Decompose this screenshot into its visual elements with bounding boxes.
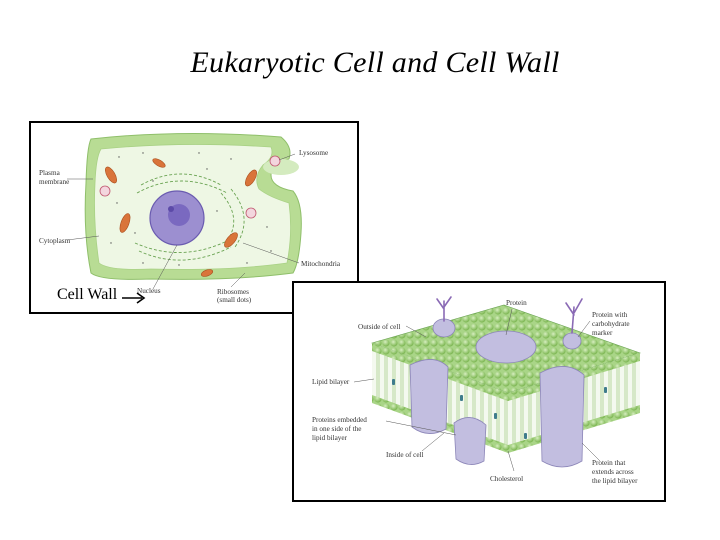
label-carb-protein-3: marker [592, 329, 613, 337]
protein-top [476, 331, 536, 363]
label-plasma-membrane-2: membrane [39, 178, 69, 186]
cell-wall-label: Cell Wall [57, 286, 117, 304]
label-plasma-membrane: Plasma [39, 169, 61, 177]
label-ribosomes: Ribosomes [217, 288, 249, 296]
label-cholesterol: Cholesterol [490, 475, 523, 483]
vacuole [263, 159, 299, 175]
protein-through [540, 366, 584, 467]
label-mitochondria: Mitochondria [301, 260, 341, 268]
label-inside-cell: Inside of cell [386, 451, 424, 459]
label-embedded-2: in one side of the [312, 425, 362, 433]
label-ribosomes-2: (small dots) [217, 296, 252, 304]
arrow-right-icon [120, 290, 150, 306]
label-across-3: the lipid bilayer [592, 477, 638, 485]
label-protein: Protein [506, 299, 527, 307]
protein-left-through [410, 359, 448, 433]
membrane-illustration: Protein Protein with carbohydrate marker… [294, 283, 664, 500]
label-lipid-bilayer: Lipid bilayer [312, 378, 350, 386]
membrane-diagram-panel: Protein Protein with carbohydrate marker… [292, 281, 666, 502]
label-embedded-3: lipid bilayer [312, 434, 348, 442]
label-cytoplasm: Cytoplasm [39, 237, 71, 245]
label-across-1: Protein that [592, 459, 625, 467]
label-embedded-1: Proteins embedded [312, 416, 367, 424]
protein-embedded [454, 417, 486, 464]
label-carb-protein-1: Protein with [592, 311, 628, 319]
label-carb-protein-2: carbohydrate [592, 320, 630, 328]
label-across-2: extends across [592, 468, 634, 476]
label-outside-cell: Outside of cell [358, 323, 400, 331]
label-lysosome: Lysosome [299, 149, 328, 157]
slide-title: Eukaryotic Cell and Cell Wall [0, 46, 720, 80]
